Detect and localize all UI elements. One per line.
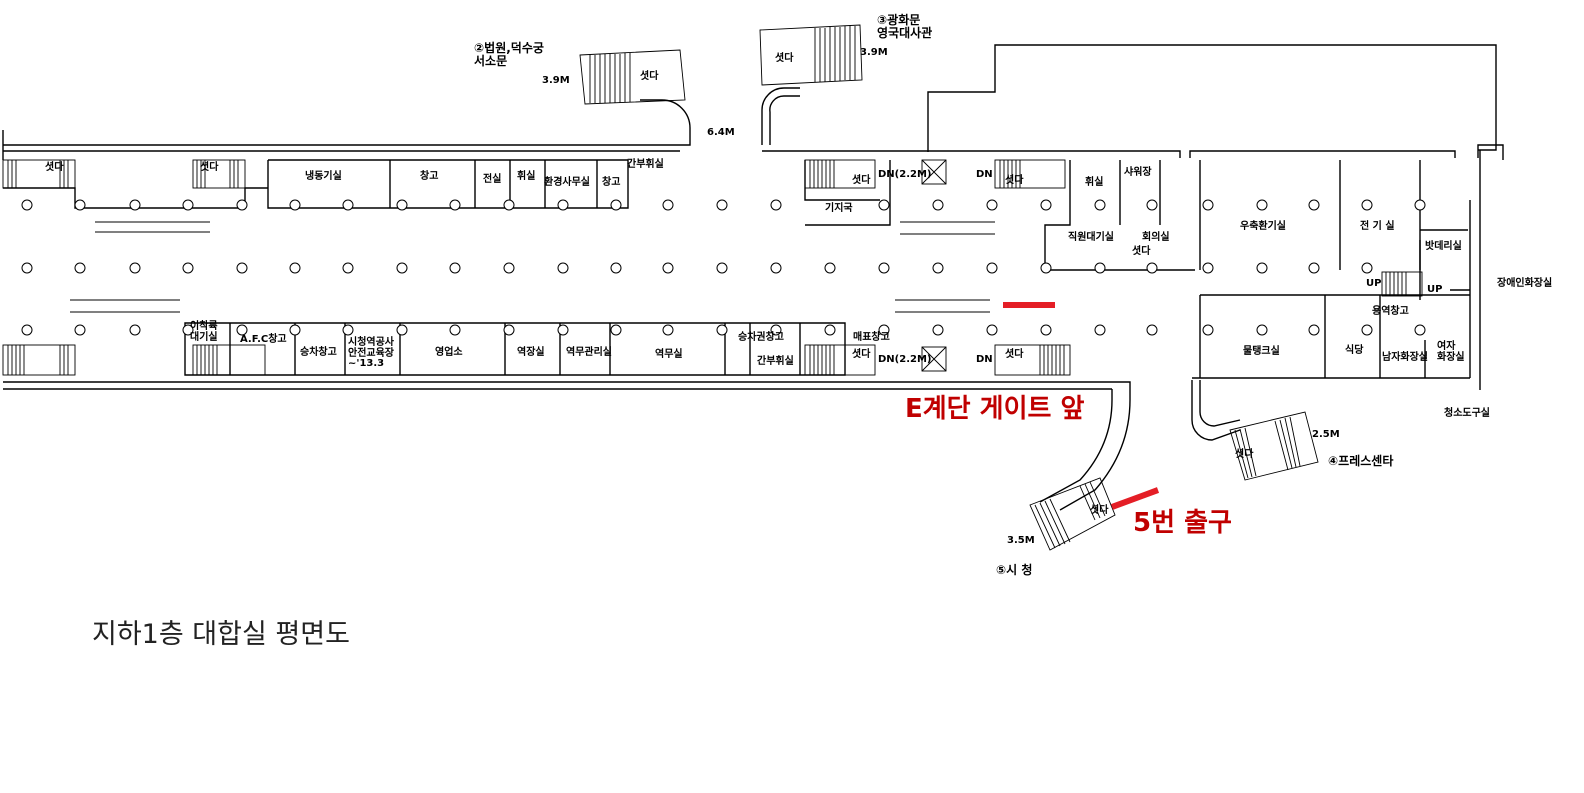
exit-4-label: ④프레스센타 xyxy=(1328,454,1394,468)
room-label: 직원대기실 xyxy=(1068,232,1114,243)
room-label: 창고 xyxy=(602,177,621,188)
room-label: 영업소 xyxy=(435,347,463,358)
height-label: 6.4M xyxy=(707,127,735,138)
elevator-label: DN(2.2M) xyxy=(878,354,932,365)
height-label: 3.9M xyxy=(860,47,888,58)
room-label: 역무실 xyxy=(655,349,683,360)
room-label: 냉동기실 xyxy=(305,171,342,182)
direction-label: DN xyxy=(976,169,993,180)
exit-5-label: ⑤시 청 xyxy=(996,563,1033,577)
elevator-label: DN(2.2M) xyxy=(878,169,932,180)
stair-block xyxy=(1381,271,1423,297)
room-label: 물탱크실 xyxy=(1243,346,1280,357)
room-label: A.F.C창고 xyxy=(240,334,287,345)
shutter-label: 셧다 xyxy=(1005,175,1024,186)
room-label: 역장실 xyxy=(517,347,545,358)
shutter-label: 셧다 xyxy=(1005,349,1024,360)
stair-block xyxy=(1029,477,1116,551)
room-label: 우축환기실 xyxy=(1240,221,1286,232)
shutter-label: 셧다 xyxy=(45,162,64,173)
room-label: 환경사무실 xyxy=(544,177,590,188)
room-label: 용역창고 xyxy=(1372,306,1409,317)
plan-caption: 지하1층 대합실 평면도 xyxy=(92,619,350,650)
exit-2-label: ②법원,덕수궁 서소문 xyxy=(474,41,544,68)
shutter-label: 셧다 xyxy=(1090,505,1109,516)
shutter-label: 셧다 xyxy=(852,175,871,186)
room-label: 샤워장 xyxy=(1124,167,1152,178)
room-label: 남자화장실 xyxy=(1382,352,1428,363)
stair-block xyxy=(192,344,266,376)
room-label: 기지국 xyxy=(825,203,853,214)
room-label: 식당 xyxy=(1345,345,1364,356)
shutter-label: 셧다 xyxy=(200,162,219,173)
room-label: 장애인화장실 xyxy=(1497,278,1553,289)
shutter-label: 셧다 xyxy=(852,349,871,360)
shutter-label: 셧다 xyxy=(640,71,659,82)
room-label: 전실 xyxy=(483,174,502,185)
stair-block xyxy=(804,344,876,376)
stair-block xyxy=(994,159,1066,189)
room-label: 창고 xyxy=(420,171,439,182)
room-label: 밧데리실 xyxy=(1425,241,1462,252)
room-label: 전 기 실 xyxy=(1360,221,1395,232)
shutter-label: 셧다 xyxy=(775,53,794,64)
exit5-marker xyxy=(1110,487,1160,510)
stair-block xyxy=(1229,411,1319,481)
stair-block xyxy=(2,159,76,189)
shutter-label: 셧다 xyxy=(1132,246,1151,257)
room-label: 여자 화장실 xyxy=(1437,341,1465,363)
stair-block xyxy=(192,159,246,189)
stair-block xyxy=(994,344,1071,376)
shutter-label: 셧다 xyxy=(1235,449,1254,460)
direction-label: DN xyxy=(976,354,993,365)
exit5-highlight-label: 5번 출구 xyxy=(1133,508,1232,538)
room-label: 승차권창고 xyxy=(738,332,784,343)
room-label: 승차창고 xyxy=(300,347,337,358)
room-label: 휘실 xyxy=(517,171,536,182)
room-label: 매표창고 xyxy=(853,332,890,343)
room-label: 간부휘실 xyxy=(627,159,664,170)
room-label: 휘실 xyxy=(1085,177,1104,188)
height-label: 3.9M xyxy=(542,75,570,86)
room-label: 역무관리실 xyxy=(566,347,612,358)
stair-block xyxy=(759,24,863,86)
room-label: 회의실 xyxy=(1142,232,1170,243)
direction-label: UP xyxy=(1427,284,1443,295)
room-label: 간부휘실 xyxy=(757,356,794,367)
stair-block xyxy=(804,159,876,189)
stair-block xyxy=(579,49,686,105)
height-label: 3.5M xyxy=(1007,535,1035,546)
room-label: 시청역공사 안전교육장 ~'13.3 xyxy=(348,337,394,369)
e-gate-highlight-label: E계단 게이트 앞 xyxy=(905,394,1085,424)
exit-3-label: ③광화문 영국대사관 xyxy=(877,13,933,40)
height-label: 2.5M xyxy=(1312,429,1340,440)
room-label: 청소도구실 xyxy=(1444,408,1490,419)
highlight-markers xyxy=(1003,302,1160,510)
room-label: 이착륙 대기실 xyxy=(190,321,218,343)
stair-block xyxy=(2,344,76,376)
direction-label: UP xyxy=(1366,278,1382,289)
